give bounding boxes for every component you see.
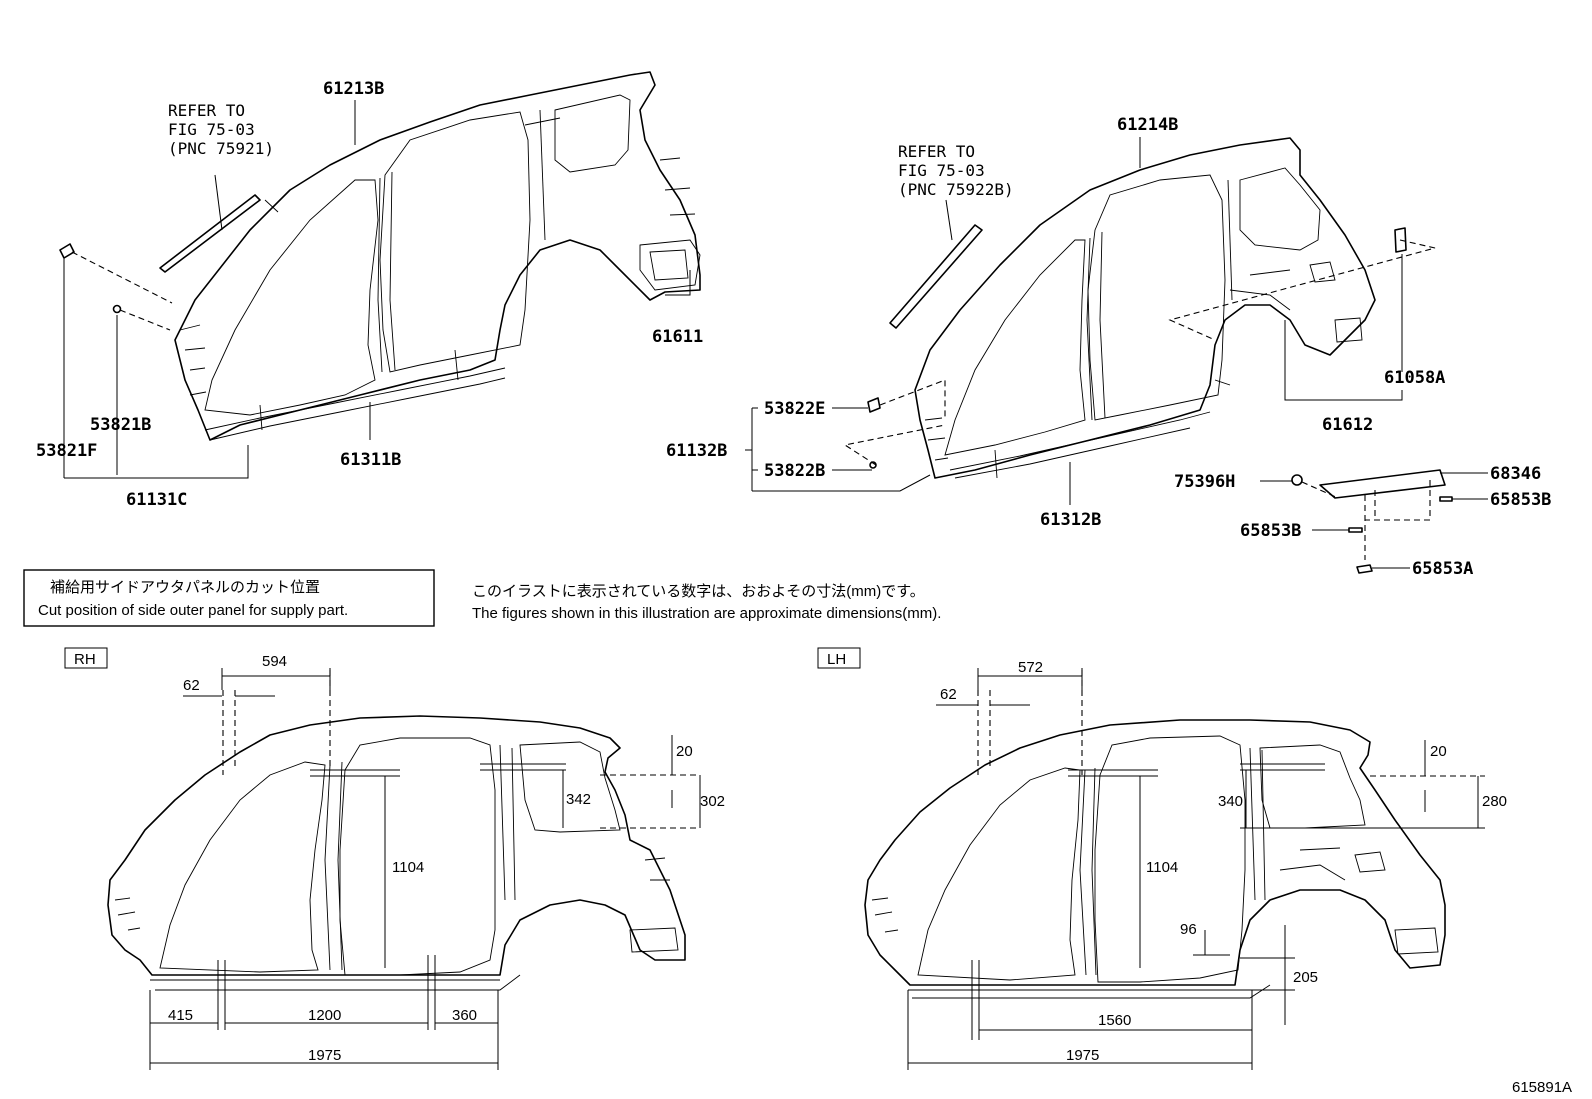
top-right-panel-drawing <box>843 137 1453 574</box>
part-number-labels: 61213B 61611 53821B 53821F 61311B 61131C… <box>36 79 1551 579</box>
part-label-65853B-right: 65853B <box>1490 490 1551 510</box>
lh-dim-1975: 1975 <box>1066 1047 1099 1064</box>
rh-dim-415: 415 <box>168 1007 193 1024</box>
rh-tag: RH <box>74 651 96 668</box>
part-label-61611: 61611 <box>652 327 703 347</box>
rh-dim-302: 302 <box>700 793 725 810</box>
rh-dim-1975: 1975 <box>308 1047 341 1064</box>
refer-line-2: FIG 75-03 <box>898 161 985 180</box>
part-label-61131C: 61131C <box>126 490 187 510</box>
part-label-75396H: 75396H <box>1174 472 1235 492</box>
part-label-53821B: 53821B <box>90 415 151 435</box>
part-label-65853A: 65853A <box>1412 559 1473 579</box>
rh-dim-1200: 1200 <box>308 1007 341 1024</box>
rh-dim-20: 20 <box>676 743 693 760</box>
part-label-61312B: 61312B <box>1040 510 1101 530</box>
lh-cut-view: LH 572 62 20 340 280 1104 <box>817 647 1507 1070</box>
top-left-panel-drawing <box>59 71 701 441</box>
part-label-61132B: 61132B <box>666 441 727 461</box>
part-label-61612: 61612 <box>1322 415 1373 435</box>
rh-dim-360: 360 <box>452 1007 477 1024</box>
lh-dim-280: 280 <box>1482 793 1507 810</box>
lh-dim-205: 205 <box>1293 969 1318 986</box>
figure-id: 615891A <box>1512 1079 1572 1096</box>
lh-dim-1560: 1560 <box>1098 1012 1131 1029</box>
part-label-61058A: 61058A <box>1384 368 1445 388</box>
dims-note-en: The figures shown in this illustration a… <box>472 605 941 622</box>
rh-dim-62: 62 <box>183 677 200 694</box>
cut-box-jp: 補給用サイドアウタパネルのカット位置 <box>50 579 320 596</box>
dims-note-jp: このイラストに表示されている数字は、おおよその寸法(mm)です。 <box>472 583 925 600</box>
lh-dim-62: 62 <box>940 686 957 703</box>
rh-dim-1104: 1104 <box>392 859 424 876</box>
lh-dim-340: 340 <box>1218 793 1243 810</box>
part-label-68346: 68346 <box>1490 464 1541 484</box>
refer-line-2: FIG 75-03 <box>168 120 255 139</box>
dimensions-note: このイラストに表示されている数字は、おおよその寸法(mm)です。 The fig… <box>472 583 941 622</box>
refer-line-1: REFER TO <box>898 142 975 161</box>
part-label-61213B: 61213B <box>323 79 384 99</box>
refer-note-left: REFER TO FIG 75-03 (PNC 75921) <box>168 101 274 158</box>
part-label-61311B: 61311B <box>340 450 401 470</box>
cut-position-box: 補給用サイドアウタパネルのカット位置 Cut position of side … <box>23 569 435 627</box>
part-label-53822E: 53822E <box>764 399 825 419</box>
part-label-53821F: 53821F <box>36 441 97 461</box>
refer-line-3: (PNC 75921) <box>168 139 274 158</box>
lh-dim-572: 572 <box>1018 659 1043 676</box>
cut-box-en: Cut position of side outer panel for sup… <box>38 602 348 619</box>
part-label-53822B: 53822B <box>764 461 825 481</box>
rh-dim-342: 342 <box>566 791 591 808</box>
rh-dim-594: 594 <box>262 653 287 670</box>
lh-dim-1104: 1104 <box>1146 859 1178 876</box>
lh-dim-20: 20 <box>1430 743 1447 760</box>
leader-lines-top <box>63 100 1488 569</box>
lh-dim-96: 96 <box>1180 921 1197 938</box>
refer-note-right: REFER TO FIG 75-03 (PNC 75922B) <box>898 142 1014 199</box>
rh-cut-view: RH 594 62 20 <box>64 647 725 1070</box>
part-label-61214B: 61214B <box>1117 115 1178 135</box>
refer-line-1: REFER TO <box>168 101 245 120</box>
refer-line-3: (PNC 75922B) <box>898 180 1014 199</box>
lh-tag: LH <box>827 651 846 668</box>
part-label-65853B-left: 65853B <box>1240 521 1301 541</box>
